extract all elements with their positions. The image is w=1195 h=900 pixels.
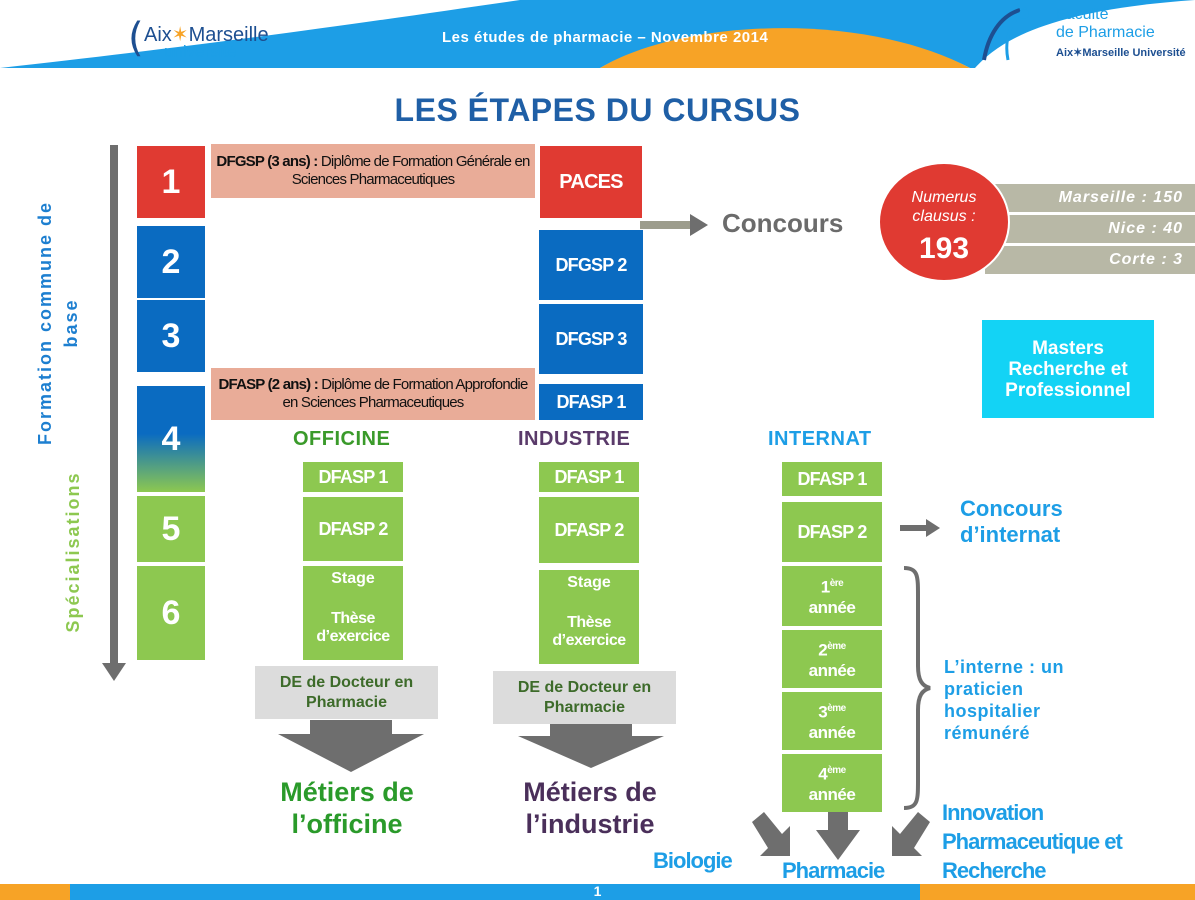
concours-arrow: [640, 214, 708, 236]
concours-label: Concours: [722, 208, 844, 238]
industrie-dfasp1: DFASP 1: [539, 462, 639, 492]
concours-internat-label: Concours d’internat: [960, 496, 1063, 547]
metier-industrie: Métiers de l’industrie: [523, 777, 657, 839]
outcome-biologie: Biologie: [653, 848, 733, 873]
internat-dfasp2: DFASP 2: [782, 502, 882, 562]
formation-label: Formation commune de base: [35, 200, 81, 446]
paces-box: PACES: [540, 146, 642, 218]
footer-bar: [0, 884, 1195, 900]
internat-annee-1: 1ère année: [782, 566, 882, 626]
city-nice: Nice : 40: [985, 215, 1195, 243]
year-3: 3: [137, 300, 205, 372]
officine-title: OFFICINE: [293, 428, 391, 450]
internat-annee-3: 3ème année: [782, 692, 882, 750]
numerus-circle: Numerus clausus : 193: [878, 162, 1010, 282]
page-title: LES ÉTAPES DU CURSUS: [394, 92, 801, 128]
faculte-pharmacie-logo: Faculté de Pharmacie Aix✶Marseille Unive…: [980, 4, 1186, 64]
metier-officine: Métiers de l’officine: [280, 777, 414, 839]
year-6: 6: [137, 566, 205, 660]
outcome-innovation: Innovation Pharmaceutique et Recherche: [942, 800, 1123, 883]
officine-dfasp1: DFASP 1: [303, 462, 403, 492]
masters-box: Masters Recherche et Professionnel: [982, 320, 1154, 418]
industrie-degree: DE de Docteur en Pharmacie: [493, 671, 676, 724]
officine-down-arrow: [278, 720, 424, 772]
interne-description: L’interne : un praticien hospitalier rém…: [944, 657, 1065, 743]
internat-annee-2: 2ème année: [782, 630, 882, 688]
header-banner: [0, 0, 1195, 68]
internat-annee-4: 4ème année: [782, 754, 882, 812]
pharmacy-flask-icon: [982, 6, 1029, 61]
dfgsp2-box: DFGSP 2: [539, 230, 643, 300]
concours-internat-arrow: [900, 519, 940, 537]
year-4: 4: [137, 386, 205, 492]
industrie-dfasp2: DFASP 2: [539, 497, 639, 563]
dfgsp3-box: DFGSP 3: [539, 304, 643, 374]
year-5: 5: [137, 496, 205, 562]
internat-dfasp1: DFASP 1: [782, 462, 882, 496]
city-marseille: Marseille : 150: [985, 184, 1195, 212]
page-number: 1: [593, 883, 602, 899]
industrie-down-arrow: [518, 724, 664, 768]
specialisations-label: Spécialisations: [63, 471, 83, 633]
city-corte: Corte : 3: [985, 246, 1195, 274]
industrie-stage-these: Stage Thèse d’exercice: [539, 570, 639, 664]
dfgsp-note: DFGSP (3 ans) : Diplôme de Formation Gén…: [211, 144, 535, 198]
internat-outcome-arrows: [752, 812, 930, 860]
outcome-pharmacie: Pharmacie: [782, 858, 885, 883]
timeline-arrow: [102, 145, 126, 681]
dfasp1-common-box: DFASP 1: [539, 384, 643, 420]
aix-marseille-logo: ( Aix✶Marseille université: [128, 15, 269, 61]
officine-stage-these: Stage Thèse d’exercice: [303, 566, 403, 660]
industrie-title: INDUSTRIE: [518, 428, 631, 450]
internat-title: INTERNAT: [768, 428, 872, 450]
year-1: 1: [137, 146, 205, 218]
year-2: 2: [137, 226, 205, 298]
officine-dfasp2: DFASP 2: [303, 497, 403, 561]
internat-brace: [903, 566, 931, 810]
dfasp-note: DFASP (2 ans) : Diplôme de Formation App…: [211, 368, 535, 420]
officine-degree: DE de Docteur en Pharmacie: [255, 666, 438, 719]
header-title: Les études de pharmacie – Novembre 2014: [442, 29, 769, 46]
